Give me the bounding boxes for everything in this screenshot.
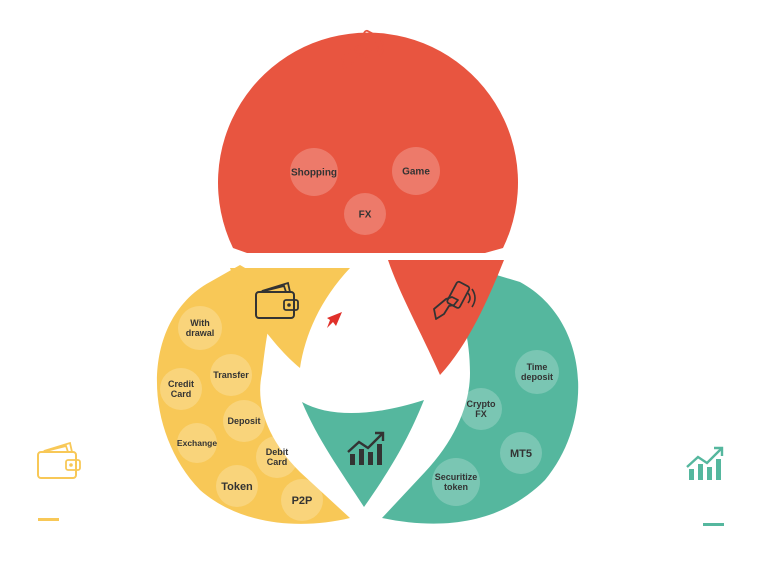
- green-bubble-3: [432, 458, 480, 506]
- yellow-bubble-label: Card: [267, 457, 288, 467]
- red-bubble-0: [290, 148, 338, 196]
- yellow-bubble-label: Debit: [266, 447, 289, 457]
- green-bubble-label: FX: [475, 409, 487, 419]
- yellow-bubble-label: Deposit: [227, 416, 260, 426]
- yellow-bubble-label: Card: [171, 389, 192, 399]
- green-arc: [382, 270, 579, 524]
- yellow-bubble-label: drawal: [186, 328, 215, 338]
- yellow-bubble-2: [160, 368, 202, 410]
- yellow-arc: [156, 265, 350, 524]
- left-dash: [38, 518, 59, 521]
- right-chart-icon: [685, 446, 724, 482]
- yellow-bubble-label: Credit: [168, 379, 194, 389]
- red-bubble-label: Shopping: [291, 168, 337, 179]
- green-bubble-0: [515, 350, 559, 394]
- red-bubble-1: [392, 147, 440, 195]
- green-bubble-label: Securitize: [435, 472, 478, 482]
- green-bubble-1: [460, 388, 502, 430]
- yellow-section-bubbles: WithdrawalTransferCreditCardDepositExcha…: [160, 306, 323, 521]
- yellow-bubble-5: [256, 436, 298, 478]
- green-bubble-label: token: [444, 482, 468, 492]
- left-wallet-icon: [37, 442, 81, 479]
- green-bubble-label: Crypto: [467, 399, 497, 409]
- yellow-bubble-label: Token: [221, 481, 253, 493]
- yellow-bubble-7: [281, 479, 323, 521]
- red-petal: [388, 260, 504, 375]
- brand-mark-icon: [327, 312, 342, 328]
- green-bubble-label: deposit: [521, 372, 553, 382]
- top-dash: [352, 101, 373, 104]
- green-bubble-label: Time: [527, 362, 548, 372]
- red-bubble-label: FX: [359, 210, 372, 221]
- yellow-bubble-1: [210, 354, 252, 396]
- yellow-bubble-label: Exchange: [177, 438, 217, 448]
- yellow-bubble-0: [178, 306, 222, 350]
- red-bubble-label: Game: [402, 167, 430, 178]
- yellow-bubble-label: Transfer: [213, 370, 249, 380]
- right-dash: [703, 523, 724, 526]
- yellow-bubble-3: [223, 400, 265, 442]
- yellow-bubble-6: [216, 465, 258, 507]
- yellow-bubble-label: With: [190, 318, 209, 328]
- green-bubble-2: [500, 432, 542, 474]
- yellow-bubble-label: P2P: [292, 495, 313, 507]
- red-bubble-2: [344, 193, 386, 235]
- yellow-bubble-4: [177, 423, 217, 463]
- green-bubble-label: MT5: [510, 448, 532, 460]
- red-arc: [218, 32, 518, 254]
